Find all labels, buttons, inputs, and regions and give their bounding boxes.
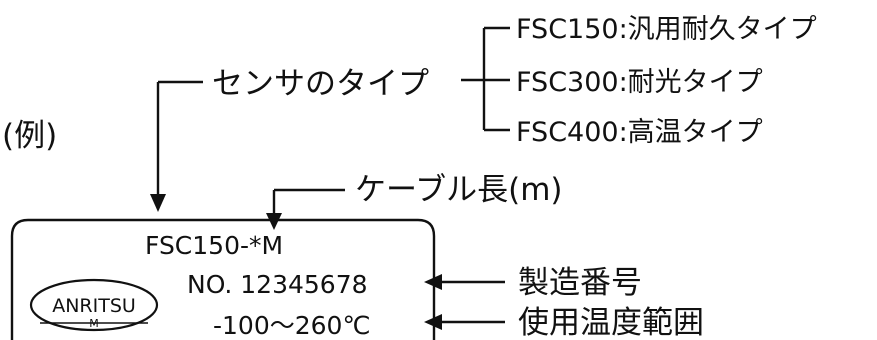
sensor-type-fsc400: FSC400:高温タイプ xyxy=(516,117,763,148)
sensor-type-fsc150: FSC150:汎用耐久タイプ xyxy=(516,14,817,45)
type-bracket xyxy=(461,26,510,132)
temp-range-label: 使用温度範囲 xyxy=(518,305,704,340)
plate-serial: NO. 12345678 xyxy=(187,270,368,299)
plate-model: FSC150-*M xyxy=(145,231,283,260)
cable-length-arrow xyxy=(266,188,345,230)
logo-sub: M xyxy=(89,317,99,330)
nameplate-outline xyxy=(10,218,436,340)
anritsu-logo: ANRITSU M xyxy=(29,278,159,332)
serial-arrow xyxy=(424,274,505,290)
temp-range-arrow xyxy=(424,314,505,330)
cable-length-label: ケーブル長(m) xyxy=(355,172,563,208)
logo-text: ANRITSU xyxy=(52,295,136,317)
plate-temp-range: -100〜260℃ xyxy=(213,311,371,340)
serial-number-label: 製造番号 xyxy=(518,265,642,301)
sensor-type-label: センサのタイプ xyxy=(212,66,429,102)
sensor-type-arrow xyxy=(150,80,203,212)
sensor-type-fsc300: FSC300:耐光タイプ xyxy=(516,67,763,98)
example-label: (例) xyxy=(2,118,57,154)
